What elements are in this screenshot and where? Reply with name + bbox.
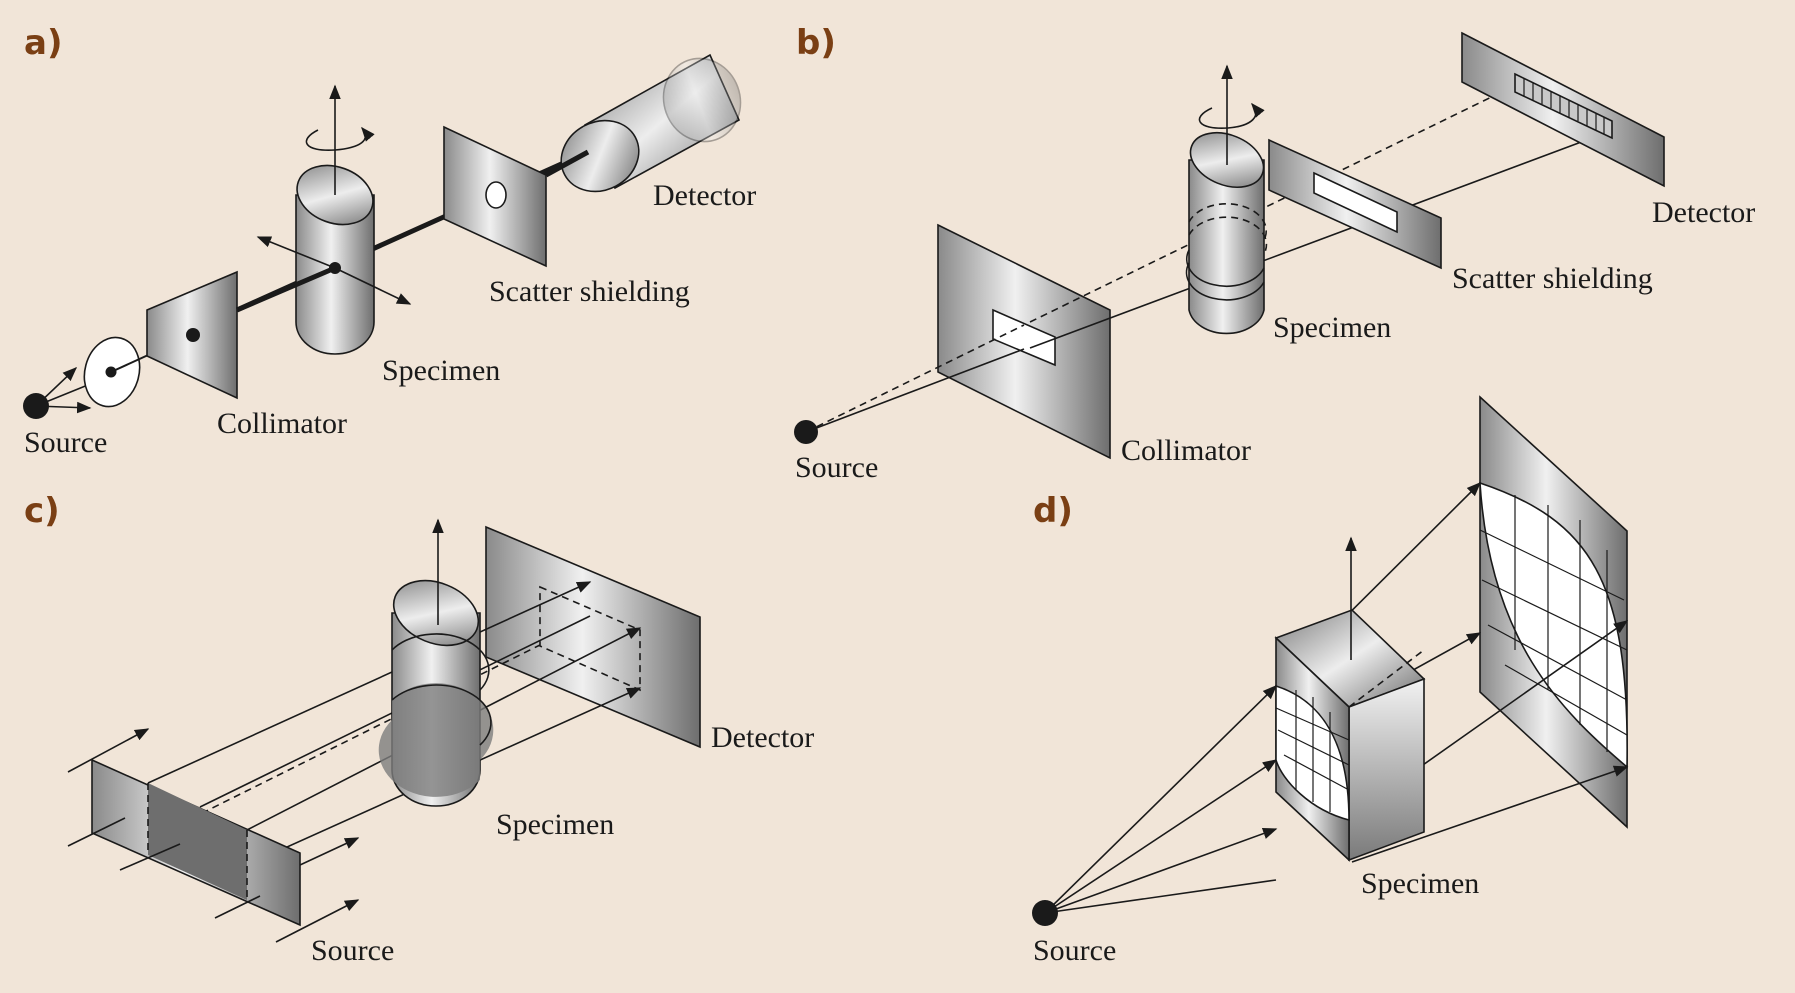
source-point-d-icon: [1032, 900, 1058, 926]
panel-c: c) Source Specimen: [24, 491, 814, 967]
panel-b-collimator-label: Collimator: [1121, 434, 1251, 467]
panel-c-detector-label: Detector: [711, 721, 814, 754]
panel-a-detector-label: Detector: [653, 179, 756, 212]
panel-a-collimator-label: Collimator: [217, 407, 347, 440]
panel-a-specimen-label: Specimen: [382, 354, 500, 387]
panel-a-source-label: Source: [24, 426, 107, 459]
panel-b-specimen-label: Specimen: [1273, 311, 1391, 344]
source-point-b-icon: [794, 420, 818, 444]
panel-d-specimen-label: Specimen: [1361, 867, 1479, 900]
detector-cylinder: [560, 53, 742, 193]
panel-c-source-label: Source: [311, 934, 394, 967]
specimen-box-d: [1274, 609, 1426, 862]
panel-c-specimen-label: Specimen: [496, 808, 614, 841]
specimen-cylinder-c: [378, 579, 494, 807]
panel-b-scatter-shielding-label: Scatter shielding: [1452, 262, 1653, 295]
detector-plate-c: [485, 525, 701, 749]
detector-grid-d: [1479, 495, 1628, 752]
detector-array-b: [1514, 72, 1613, 140]
panel-b-tag: b): [796, 23, 836, 63]
panel-b: b): [794, 23, 1755, 484]
source-point-icon: [23, 393, 49, 419]
specimen-cylinder-b: [1185, 131, 1268, 335]
panel-a: a): [23, 23, 756, 459]
panel-a-tag: a): [24, 23, 62, 63]
panel-b-detector-label: Detector: [1652, 196, 1755, 229]
panel-b-source-label: Source: [795, 451, 878, 484]
panel-d-source-label: Source: [1033, 934, 1116, 967]
specimen-cylinder: [295, 164, 375, 355]
panel-a-scatter-shielding-label: Scatter shielding: [489, 275, 690, 308]
panel-d-tag: d): [1033, 491, 1073, 531]
panel-c-tag: c): [24, 491, 60, 531]
panel-d: d): [1032, 395, 1629, 967]
